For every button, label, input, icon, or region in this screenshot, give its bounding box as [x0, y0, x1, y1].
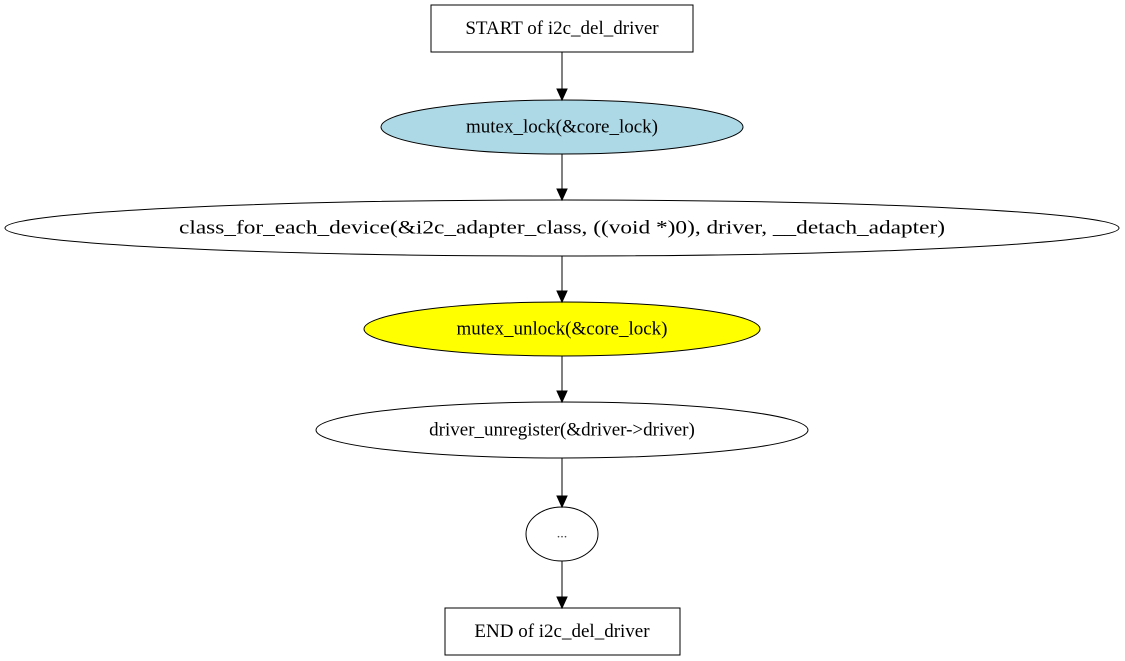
- arrowhead: [556, 390, 568, 404]
- edge-driver-unregister-to-ellipsis: [556, 458, 568, 509]
- start-node-box: [430, 4, 694, 53]
- mutex-unlock-node-label: mutex_unlock(&core_lock): [456, 319, 667, 340]
- edge-mutex-lock-to-class-for-each-device: [556, 154, 568, 202]
- driver-unregister-node-label: driver_unregister(&driver->driver): [429, 420, 695, 441]
- end-node-box: [444, 607, 681, 656]
- arrowhead: [556, 596, 568, 610]
- arrowhead: [556, 88, 568, 102]
- mutex-lock-node-label: mutex_lock(&core_lock): [466, 117, 658, 138]
- ellipsis-node-label: ...: [557, 527, 568, 542]
- edge-class-for-each-device-to-mutex-unlock: [556, 256, 568, 304]
- start-node: START of i2c_del_driver: [430, 4, 694, 53]
- end-node: END of i2c_del_driver: [444, 607, 681, 656]
- mutex-lock-node: mutex_lock(&core_lock): [380, 99, 744, 155]
- mutex-unlock-node: mutex_unlock(&core_lock): [363, 301, 761, 357]
- edge-mutex-unlock-to-driver-unregister: [556, 356, 568, 404]
- start-node-label: START of i2c_del_driver: [465, 18, 659, 39]
- edge-ellipsis-to-end: [556, 561, 568, 610]
- end-node-label: END of i2c_del_driver: [474, 621, 650, 642]
- edge-start-to-mutex-lock: [556, 52, 568, 102]
- driver-unregister-node: driver_unregister(&driver->driver): [315, 401, 809, 459]
- arrowhead: [556, 188, 568, 202]
- class-for-each-device-node: class_for_each_device(&i2c_adapter_class…: [4, 199, 1120, 257]
- arrowhead: [556, 495, 568, 509]
- ellipsis-node: ...: [525, 506, 599, 562]
- arrowhead: [556, 290, 568, 304]
- class-for-each-device-node-label: class_for_each_device(&i2c_adapter_class…: [179, 218, 945, 239]
